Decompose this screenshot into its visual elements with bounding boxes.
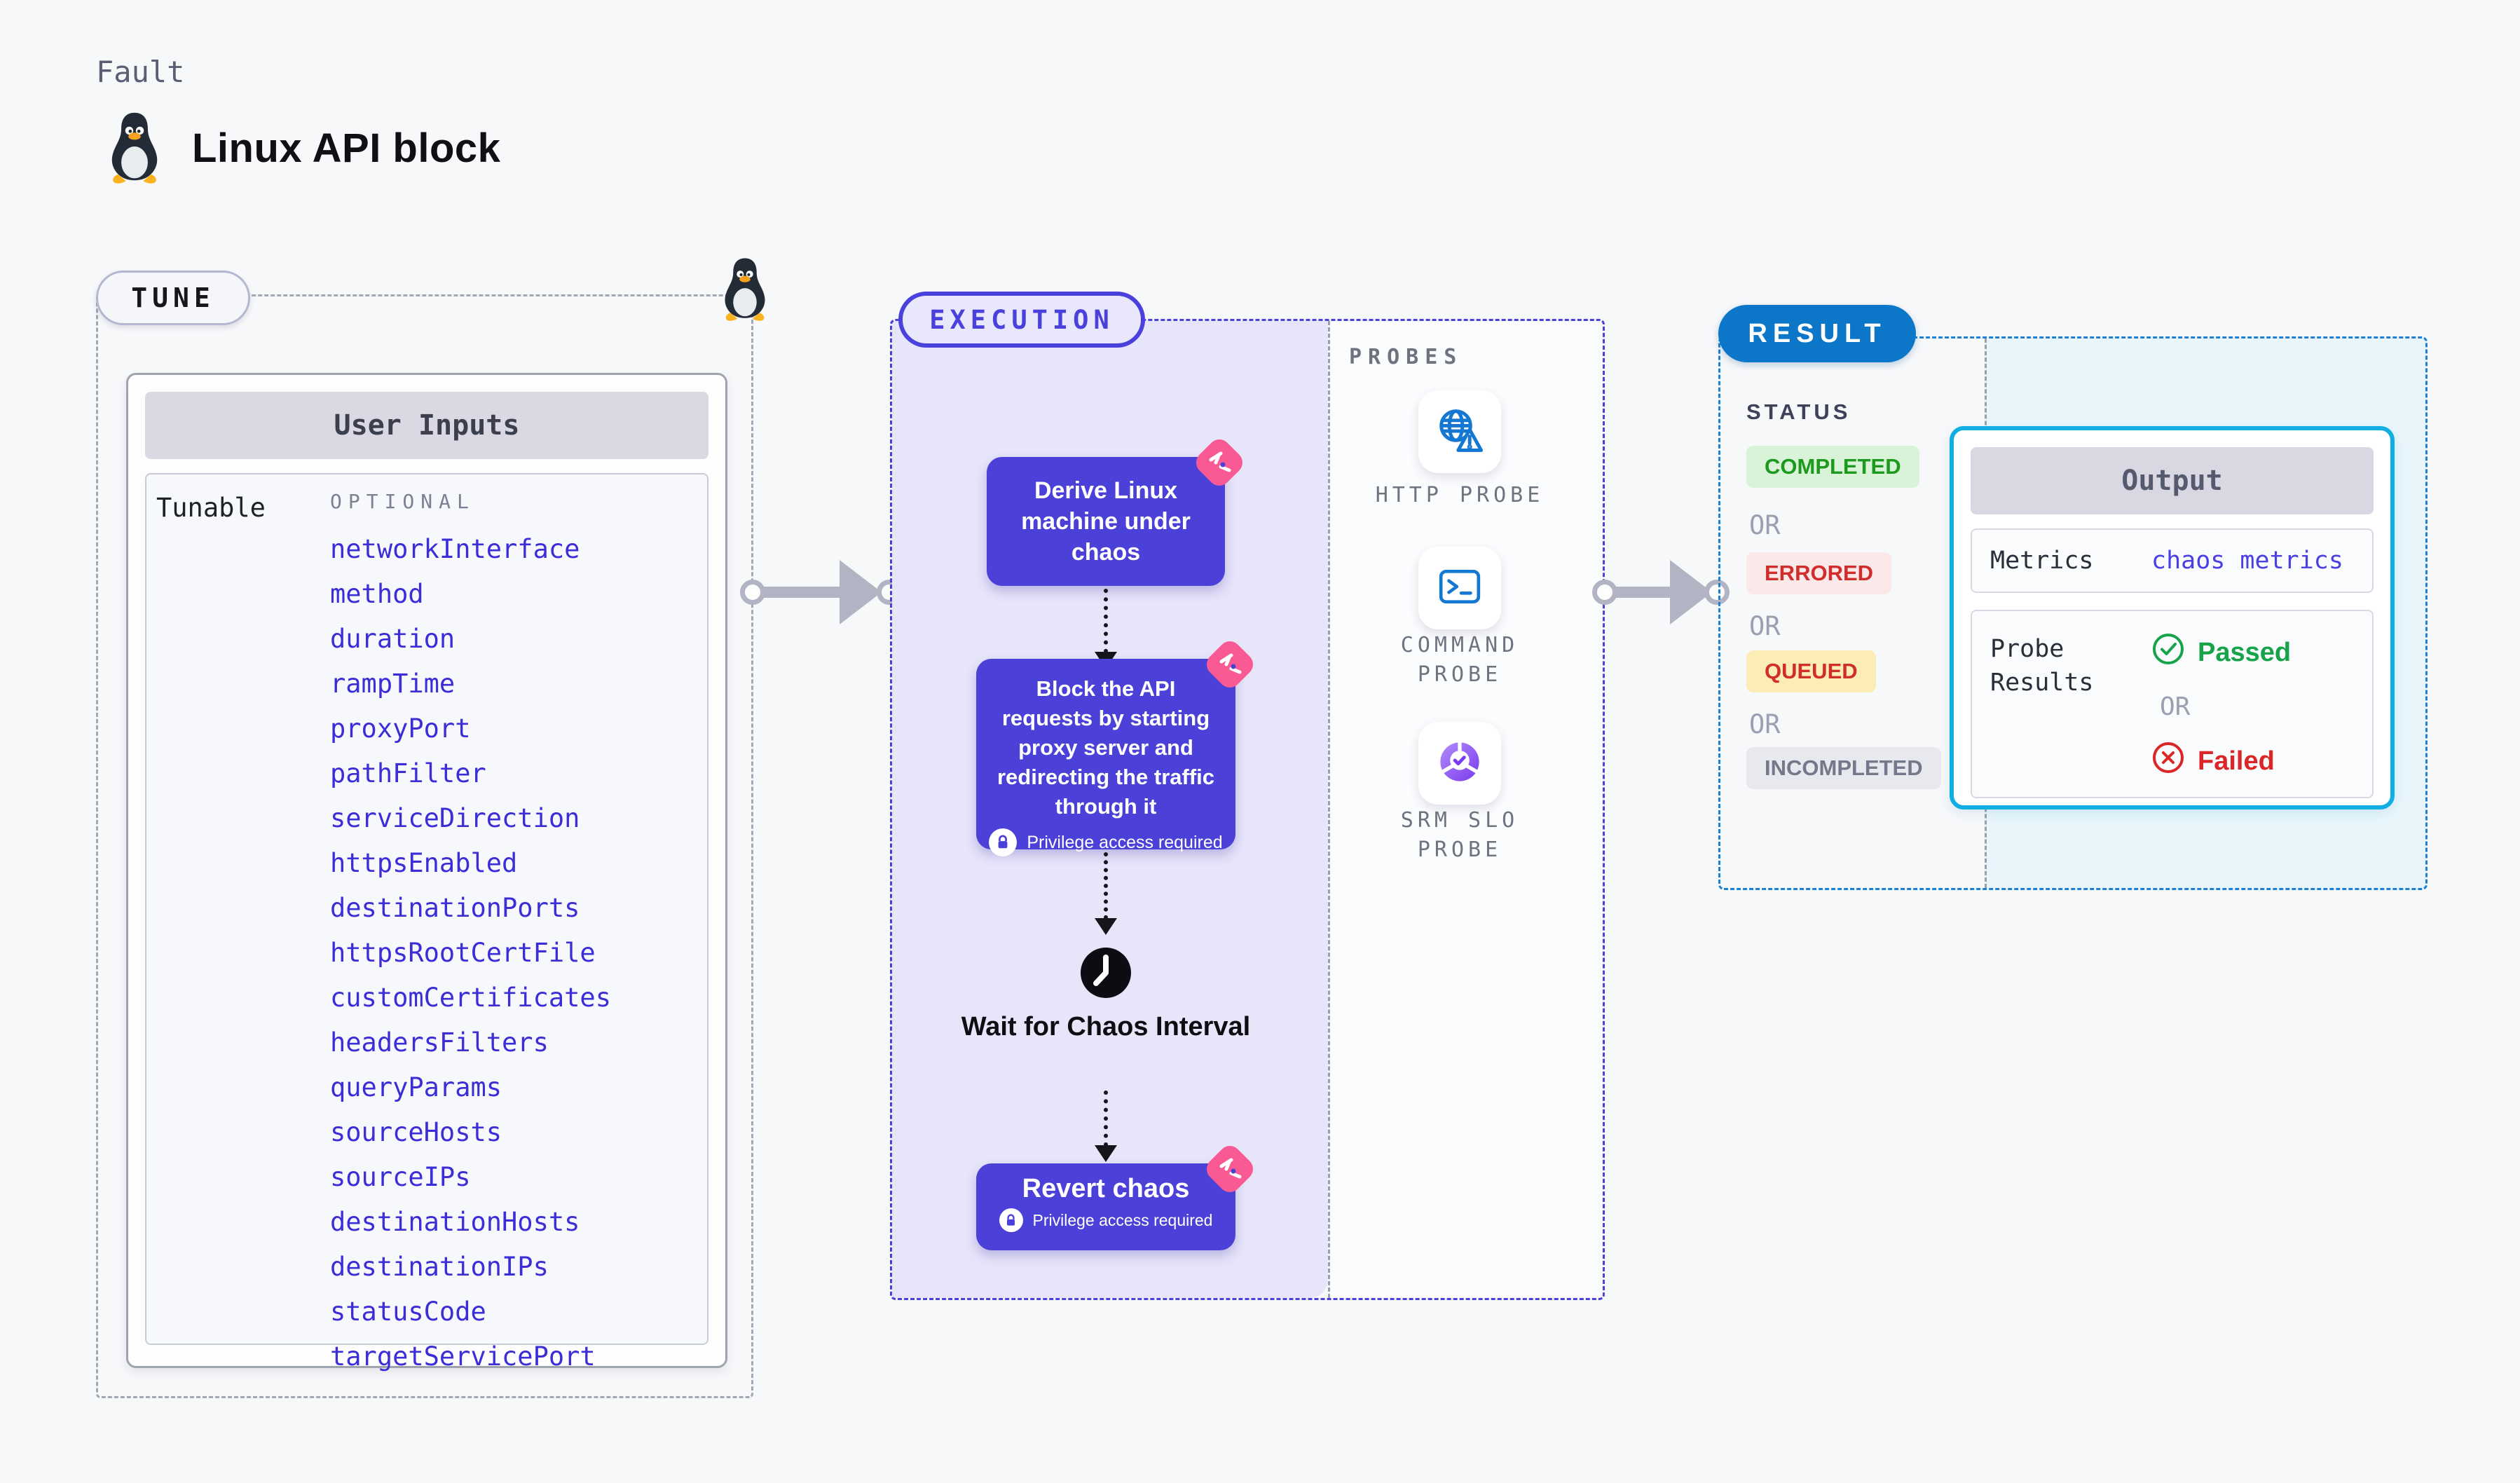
param-item: pathFilter [330, 758, 486, 788]
param-item: destinationIPs [330, 1252, 549, 1282]
clock-icon [1079, 946, 1132, 1003]
passed-label: Passed [2198, 637, 2292, 667]
chaos-badge-icon [1202, 1141, 1258, 1197]
check-circle-icon [2151, 632, 2185, 673]
param-item: method [330, 579, 424, 609]
block-step-box: Block the API requests by starting proxy… [976, 636, 1258, 856]
arrow-down-icon [1095, 1145, 1117, 1162]
privilege-note: Privilege access required [1027, 832, 1223, 852]
status-badge-errored: ERRORED [1746, 552, 1892, 594]
derive-step-label: Derive Linux machine under chaos [1021, 477, 1191, 566]
output-header: Output [1971, 447, 2374, 514]
probes-panel [1328, 321, 1603, 1298]
globe-alert-icon [1435, 406, 1484, 458]
slo-donut-check-icon [1436, 738, 1484, 789]
output-card: Output Metrics chaos metrics Probe Resul… [1950, 426, 2395, 809]
command-probe-card [1418, 547, 1501, 629]
revert-step-label: Revert chaos [1022, 1174, 1190, 1203]
param-item: destinationHosts [330, 1207, 580, 1237]
param-item: headersFilters [330, 1027, 549, 1058]
http-probe-card [1418, 390, 1501, 473]
metrics-row: Metrics chaos metrics [1971, 528, 2374, 593]
or-label: OR [1749, 709, 1781, 739]
status-badge-incompleted: INCOMPLETED [1746, 747, 1941, 789]
flow-connector [1104, 852, 1108, 920]
metrics-value: chaos metrics [2151, 547, 2343, 575]
result-section-box [1718, 336, 2427, 890]
tune-pill: TUNE [96, 271, 250, 325]
param-item: queryParams [330, 1072, 502, 1102]
param-item: httpsEnabled [330, 848, 518, 878]
param-item: sourceIPs [330, 1162, 471, 1192]
srm-slo-probe-card [1418, 722, 1501, 805]
or-label: OR [2160, 692, 2191, 721]
or-label: OR [1749, 510, 1781, 540]
status-badge-completed: COMPLETED [1746, 446, 1919, 488]
wait-step-label: Wait for Chaos Interval [961, 1012, 1251, 1041]
fault-eyebrow: Fault [96, 55, 185, 89]
result-pill: RESULT [1718, 305, 1916, 362]
param-item: rampTime [330, 669, 456, 699]
x-circle-icon [2151, 741, 2185, 781]
tux-linux-icon [718, 257, 772, 324]
execution-section-box [890, 319, 1605, 1300]
probe-results-row: Probe Results Passed OR [1971, 610, 2374, 798]
user-inputs-card: User Inputs Tunable OPTIONAL networkInte… [126, 373, 727, 1372]
block-step-label: Block the API requests by starting proxy… [997, 676, 1215, 819]
revert-step-box: Revert chaos Privilege access required [976, 1141, 1258, 1250]
optional-label: OPTIONAL [330, 490, 475, 513]
status-badge-queued: QUEUED [1746, 650, 1876, 692]
chaos-badge-icon [1191, 435, 1247, 491]
tunable-label: Tunable [156, 493, 266, 523]
derive-step-box: Derive Linux machine under chaos [987, 435, 1247, 586]
page-title: Linux API block [192, 125, 501, 171]
param-list: networkInterface method duration rampTim… [330, 534, 611, 1372]
terminal-icon [1437, 563, 1483, 613]
param-item: targetServicePort [330, 1341, 596, 1372]
param-item: proxyPort [330, 713, 471, 744]
lock-icon [999, 1208, 1023, 1232]
param-item: serviceDirection [330, 803, 580, 833]
tux-linux-icon [102, 111, 167, 187]
param-item: httpsRootCertFile [330, 938, 596, 968]
probes-label: PROBES [1349, 345, 1463, 369]
user-inputs-list: Tunable OPTIONAL networkInterface method… [145, 473, 708, 1372]
param-item: customCertificates [330, 983, 611, 1013]
execution-pill: EXECUTION [898, 292, 1145, 348]
privilege-note: Privilege access required [1032, 1210, 1213, 1229]
probe-results-label: Probe Results [1990, 635, 2094, 697]
chaos-badge-icon [1202, 636, 1258, 692]
lock-icon [989, 828, 1018, 856]
flow-connector [1104, 589, 1108, 653]
status-label: STATUS [1746, 399, 1851, 424]
flow-connector [1104, 1091, 1108, 1147]
probe-name-command: COMMAND PROBE [1400, 633, 1519, 687]
param-item: destinationPorts [330, 893, 580, 923]
user-inputs-header: User Inputs [145, 392, 708, 459]
param-item: networkInterface [330, 534, 580, 564]
param-item: duration [330, 624, 456, 654]
param-item: sourceHosts [330, 1117, 502, 1147]
failed-label: Failed [2198, 746, 2275, 776]
metrics-label: Metrics [1990, 547, 2094, 575]
tune-section-box [96, 294, 753, 1398]
probe-name-http: HTTP PROBE [1375, 483, 1545, 507]
arrow-down-icon [1095, 918, 1117, 935]
or-label: OR [1749, 611, 1781, 641]
param-item: statusCode [330, 1297, 486, 1327]
probe-name-srm-slo: SRM SLO PROBE [1400, 808, 1519, 862]
